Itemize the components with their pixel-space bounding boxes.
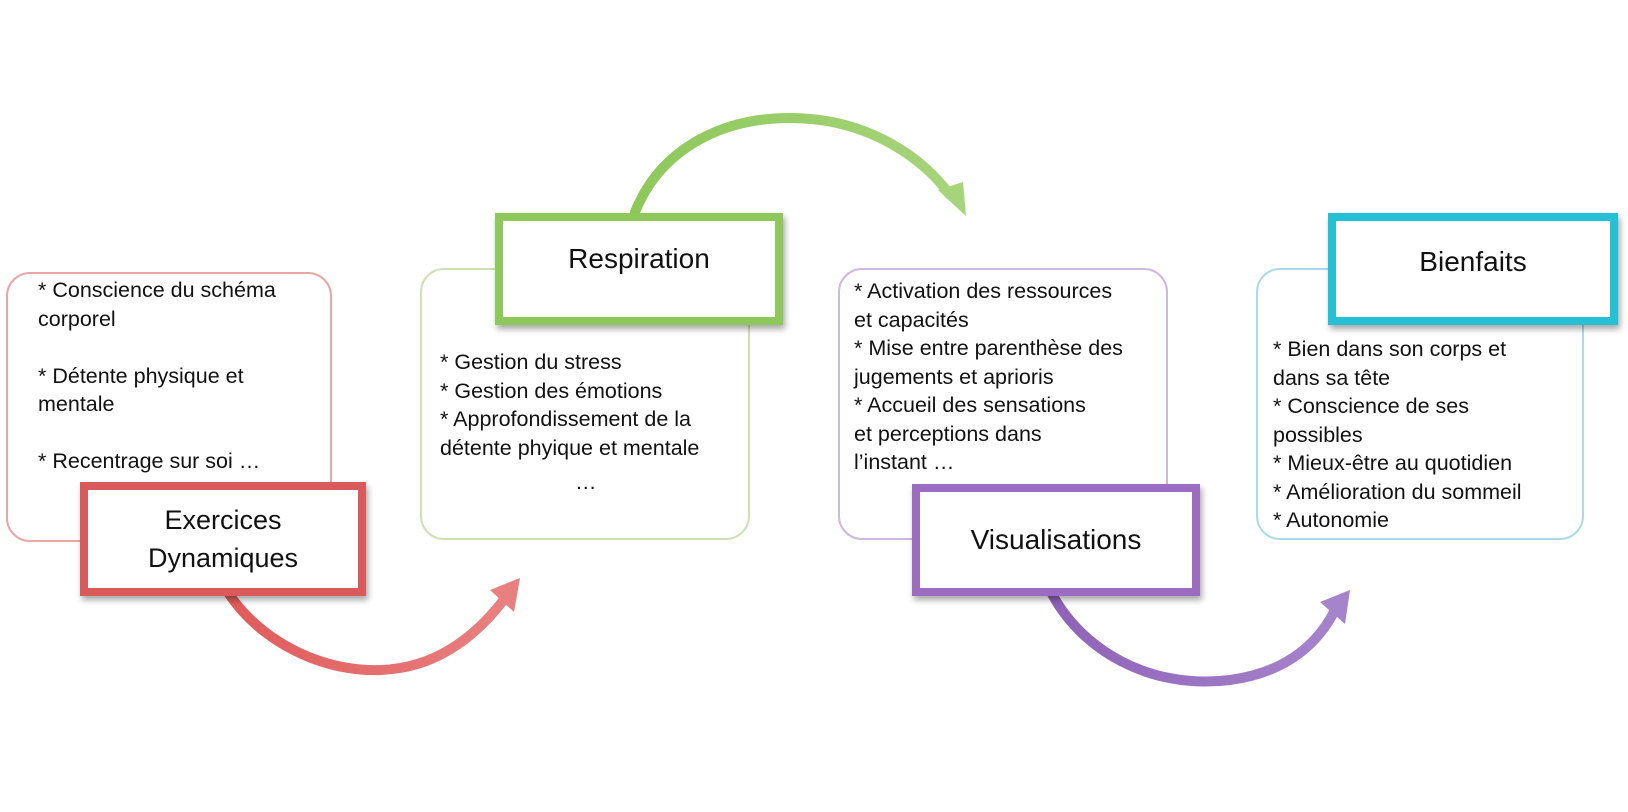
list-item: corporel: [38, 306, 116, 331]
list-respiration: * Gestion du stress * Gestion des émotio…: [440, 348, 699, 497]
title-respiration: Respiration: [495, 213, 783, 325]
list-item: l’instant …: [854, 450, 955, 474]
arrow-green-head: [938, 182, 966, 216]
list-item: * Accueil des sensations: [854, 393, 1086, 417]
list-item: * Approfondissement de la: [440, 407, 691, 431]
title-line: Bienfaits: [1419, 246, 1527, 277]
list-item: mentale: [38, 392, 115, 416]
list-bienfaits: * Bien dans son corps et dans sa tête * …: [1273, 335, 1522, 535]
ellipsis: …: [575, 470, 597, 494]
list-exercices-dynamiques: * Conscience du schéma corporel * Détent…: [38, 276, 276, 476]
list-item: dans sa tête: [1273, 365, 1391, 390]
arrow-red: [215, 573, 510, 676]
arrow-purple: [1045, 585, 1340, 687]
list-item: * Autonomie: [1273, 508, 1389, 532]
list-item: * Recentrage sur soi …: [38, 449, 261, 473]
list-item: * Gestion du stress: [440, 350, 622, 374]
list-item: et perceptions dans: [854, 421, 1042, 446]
title-visualisations: Visualisations: [912, 484, 1200, 596]
title-line: Exercices: [164, 505, 282, 535]
list-item: * Amélioration du sommeil: [1273, 479, 1522, 504]
list-item: détente phyique et mentale: [440, 435, 700, 460]
list-item: * Détente physique et: [38, 363, 244, 388]
title-line: Dynamiques: [147, 543, 299, 573]
title-exercices-dynamiques: Exercices Dynamiques: [80, 482, 366, 596]
arrow-green: [630, 112, 955, 217]
title-line: Visualisations: [970, 524, 1142, 555]
arrow-red-head: [490, 578, 520, 612]
list-item: * Mieux-être au quotidien: [1273, 451, 1513, 475]
list-item: * Gestion des émotions: [440, 378, 663, 403]
list-item: jugements et aprioris: [854, 364, 1054, 389]
title-bienfaits: Bienfaits: [1328, 213, 1618, 325]
list-item: et capacités: [854, 307, 969, 332]
list-item: * Activation des ressources: [854, 279, 1113, 303]
list-item: [38, 419, 276, 448]
list-item: * Mise entre parenthèse des: [854, 336, 1123, 360]
list-item: possibles: [1273, 422, 1363, 447]
list-visualisations: * Activation des ressources et capacités…: [854, 277, 1123, 477]
arrow-purple-head: [1320, 590, 1350, 624]
list-item: * Conscience du schéma: [38, 278, 276, 302]
list-item: * Bien dans son corps et: [1273, 337, 1507, 361]
title-line: Respiration: [568, 243, 710, 274]
list-item: * Conscience de ses: [1273, 394, 1469, 418]
list-item: [38, 333, 276, 362]
